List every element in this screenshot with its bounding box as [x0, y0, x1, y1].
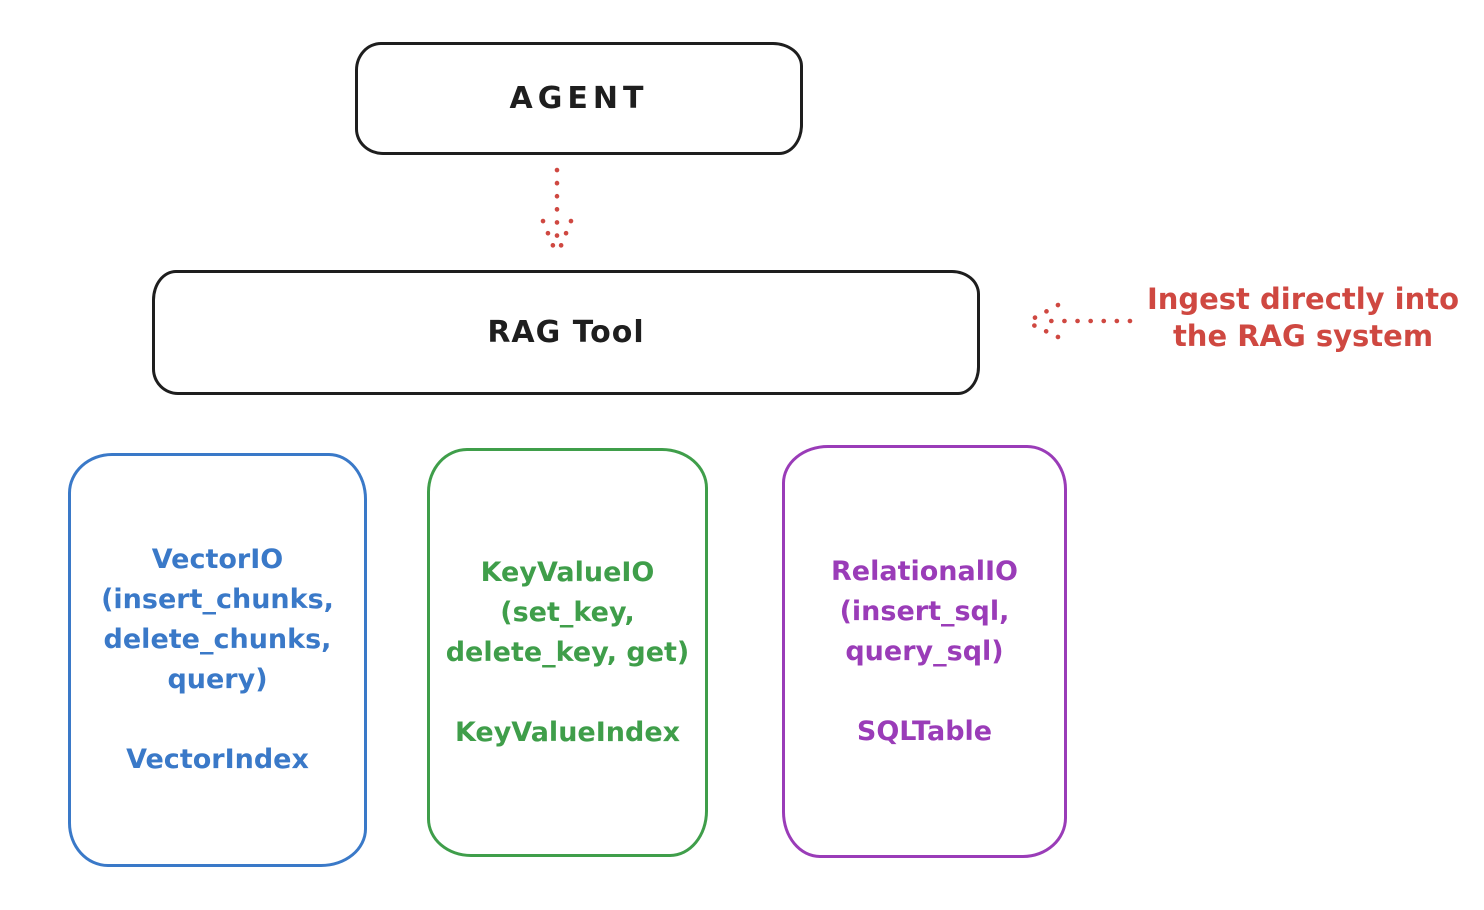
rag-tool-node: RAG Tool — [152, 270, 980, 395]
relationalio-line-1: RelationalIO — [831, 555, 1018, 587]
vectorio-line-4: query) — [167, 664, 268, 695]
keyvalueio-index-label: KeyValueIndex — [454, 716, 681, 748]
ingest-annotation-line1: Ingest directly into — [1146, 282, 1460, 316]
keyvalueio-line-1: KeyValueIO — [480, 556, 655, 588]
vectorio-title: VectorIO (insert_chunks, delete_chunks, … — [101, 540, 334, 700]
keyvalueio-node: KeyValueIO (set_key, delete_key, get) Ke… — [427, 448, 708, 857]
vectorio-node: VectorIO (insert_chunks, delete_chunks, … — [68, 453, 367, 867]
agent-node: AGENT — [355, 42, 803, 155]
keyvalueio-line-2: (set_key, — [500, 596, 635, 628]
relationalio-title: RelationalIO (insert_sql, query_sql) — [831, 552, 1018, 672]
vectorio-line-3: delete_chunks, — [103, 624, 332, 655]
relationalio-line-3: query_sql) — [845, 635, 1004, 667]
vectorio-index-label: VectorIndex — [126, 744, 309, 775]
rag-tool-label: RAG Tool — [487, 315, 645, 350]
ingest-annotation: Ingest directly into the RAG system — [1135, 281, 1471, 355]
relationalio-index-label: SQLTable — [856, 715, 993, 747]
ingest-annotation-line2: the RAG system — [1172, 319, 1434, 353]
keyvalueio-line-3: delete_key, get) — [445, 636, 690, 668]
ingest-to-ragtool-arrow — [1024, 302, 1133, 340]
agent-to-ragtool-arrow — [540, 167, 574, 256]
relationalio-line-2: (insert_sql, — [839, 595, 1010, 627]
relationalio-node: RelationalIO (insert_sql, query_sql) SQL… — [782, 445, 1067, 858]
keyvalueio-title: KeyValueIO (set_key, delete_key, get) — [446, 553, 690, 673]
agent-label: AGENT — [509, 81, 649, 116]
vectorio-line-2: (insert_chunks, — [101, 584, 334, 615]
vectorio-line-1: VectorIO — [151, 544, 284, 575]
